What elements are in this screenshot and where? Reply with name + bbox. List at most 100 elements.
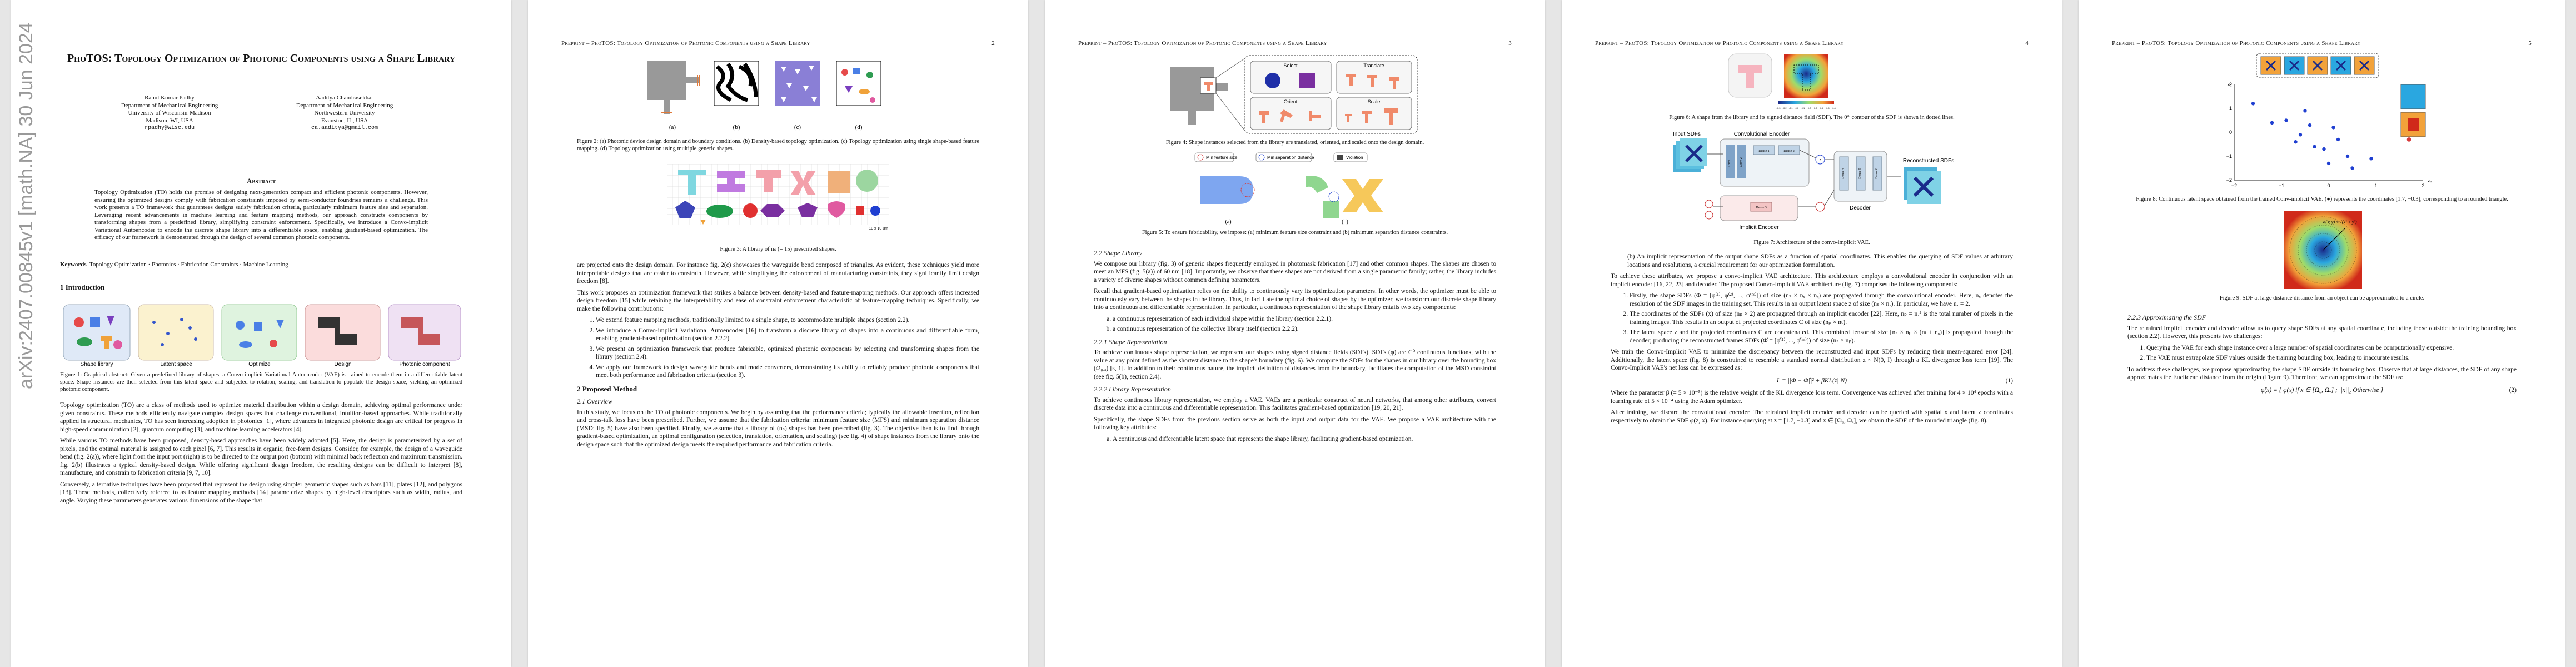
y-tick-label: 0	[2229, 130, 2232, 135]
library-shape	[790, 171, 816, 195]
fig9-formula: φ( r, y) ≈ √(x² + y²)	[2323, 220, 2357, 225]
subsection-heading: 2.1 Overview	[577, 397, 612, 405]
list-item: The VAE must extrapolate SDF values outs…	[2146, 354, 2517, 362]
latent-point	[2322, 147, 2326, 151]
latent-point	[2326, 161, 2331, 166]
section-intro-heading-wrap: 1 Introduction	[60, 278, 462, 295]
header-title: Preprint – PhoTOS: Topology Optimization…	[1595, 40, 1844, 47]
input-sdf-stack	[1673, 138, 1707, 172]
shape-pink	[1738, 65, 1762, 88]
library-shape	[113, 340, 122, 349]
author-email[interactable]: rpadhy@wisc.edu	[144, 125, 195, 131]
paragraph: We compose our library (fig. 3) of gener…	[1094, 260, 1496, 283]
library-shape	[798, 203, 818, 217]
design-panel	[305, 304, 381, 361]
colorbar-tick: 0.3	[1814, 107, 1817, 109]
select-option	[1265, 73, 1280, 88]
library-shape	[107, 316, 114, 326]
page-number: 3	[1508, 40, 1512, 47]
paragraph: Topology optimization (TO) are a class o…	[60, 402, 462, 433]
author-univ: Northwestern University	[314, 109, 375, 116]
equation-2: φ̂(x) = { φ(x) if x ∈ [Ω₀, Ωₐ] ; ||x||₂ …	[2127, 386, 2517, 395]
page-number: 4	[2025, 40, 2029, 47]
radius-arrow	[2323, 227, 2346, 251]
page-2: Preprint – PhoTOS: Topology Optimization…	[528, 0, 1028, 667]
fig2-sublabel: (d)	[855, 124, 863, 131]
arch-arrows	[1707, 150, 1901, 207]
dense-label: Dense 6	[1875, 168, 1879, 179]
subsection-heading: 2.2.1 Shape Representation	[1094, 337, 1167, 346]
abstract-text: Topology Optimization (TO) holds the pro…	[94, 189, 428, 241]
running-header: Preprint – PhoTOS: Topology Optimization…	[561, 40, 995, 47]
subsection-heading: 2.2.3 Approximating the SDF	[2127, 313, 2206, 321]
library-shape	[101, 336, 112, 349]
list-item: We present an optimization framework tha…	[596, 345, 979, 361]
dense-label: Dense 2	[1783, 150, 1795, 153]
fig5b-shape-1	[1306, 176, 1328, 193]
page-4-body: (b) An implicit representation of the ou…	[1611, 253, 2013, 428]
msd-circle	[1328, 191, 1339, 202]
select-label: Select	[1283, 63, 1298, 68]
list-item: The latent space z and the projected coo…	[1630, 328, 2013, 345]
latent-point	[2308, 123, 2312, 127]
z1-axis-label: z₁	[2227, 81, 2232, 87]
x-tick-label: 1	[2374, 183, 2377, 188]
equation-number: (1)	[2005, 377, 2013, 384]
library-shape	[743, 203, 758, 218]
zoom-line	[1215, 58, 1245, 78]
photonic-component-panel	[388, 304, 461, 361]
colorbar-tick: 0.2	[1808, 107, 1811, 109]
list-item: We extend feature mapping methods, tradi…	[596, 316, 979, 325]
paragraph: (b) An implicit representation of the ou…	[1627, 253, 2013, 268]
dense-layer	[1753, 145, 1775, 155]
legend-label: Violation	[1346, 155, 1363, 160]
abstract-heading: Abstract	[247, 177, 276, 185]
paragraph: While various TO methods have been propo…	[60, 437, 462, 476]
fig5b-shape-2	[1323, 201, 1339, 218]
fig2-sublabel: (b)	[733, 124, 740, 131]
paragraph: Specifically, the shape SDFs from the pr…	[1094, 416, 1496, 431]
mfs-circle	[1240, 183, 1255, 197]
library-shape	[717, 171, 745, 192]
svg-text:z: z	[1818, 157, 1821, 162]
figure-9-circle-approx: φ( r, y) ≈ √(x² + y²)	[2284, 211, 2362, 289]
page-2-body: are projected onto the design domain. Fo…	[577, 261, 979, 452]
list-item: We apply our framework to design wavegui…	[596, 364, 979, 380]
fig5b-shape-3	[1342, 179, 1383, 212]
equation-number: (2)	[2509, 386, 2517, 394]
latent-axes	[2234, 84, 2423, 181]
conv-label: Conv 1	[1728, 157, 1731, 167]
paragraph: In this study, we focus on the TO of pho…	[577, 409, 979, 448]
page-5-body: 2.2.3 Approximating the SDF The retraine…	[2127, 309, 2517, 399]
author-dept: Department of Mechanical Engineering	[296, 102, 393, 109]
fig1-label: Design	[334, 361, 351, 367]
optimize-panel	[221, 304, 297, 361]
instance-box	[1200, 77, 1217, 94]
attribute-list: A continuous and differentiable latent s…	[1094, 435, 1496, 444]
list-item: Querying the VAE for each shape instance…	[2146, 344, 2517, 352]
decoded-shape	[2359, 60, 2370, 71]
figure-1-caption: Figure 1: Graphical abstract: Given a pr…	[60, 372, 462, 392]
list-item: Firstly, the shape SDFs (Φ = [φ⁽¹⁾, φ⁽²⁾…	[1630, 292, 2013, 308]
library-shape	[678, 170, 706, 195]
figure-4-transformations: Select Translate Orient Scale	[1167, 53, 1423, 136]
figure-2-caption: Figure 2: (a) Photonic device design dom…	[577, 138, 979, 152]
latent-point	[2251, 102, 2255, 106]
author-email[interactable]: ca.aaditya@gmail.com	[311, 125, 378, 131]
dense-label: Dense 3	[1756, 206, 1767, 210]
page-3: Preprint – PhoTOS: Topology Optimization…	[1045, 0, 1545, 667]
library-shape	[74, 317, 84, 327]
library-shape	[706, 205, 733, 218]
figure-3-shape-library: 10 x 10 um	[667, 164, 889, 231]
header-title: Preprint – PhoTOS: Topology Optimization…	[561, 40, 810, 47]
library-shape	[675, 201, 695, 218]
y-tick-label: 1	[2229, 106, 2232, 111]
list-item: The coordinates of the SDFs (x) of size …	[1630, 310, 2013, 326]
dense-label: Dense 4	[1842, 168, 1845, 179]
figure-2: (a) (b) (c) (d)	[645, 56, 911, 133]
paragraph: Where the parameter β (= 5 × 10⁻⁵) is th…	[1611, 390, 2013, 405]
colorbar	[1778, 101, 1834, 104]
